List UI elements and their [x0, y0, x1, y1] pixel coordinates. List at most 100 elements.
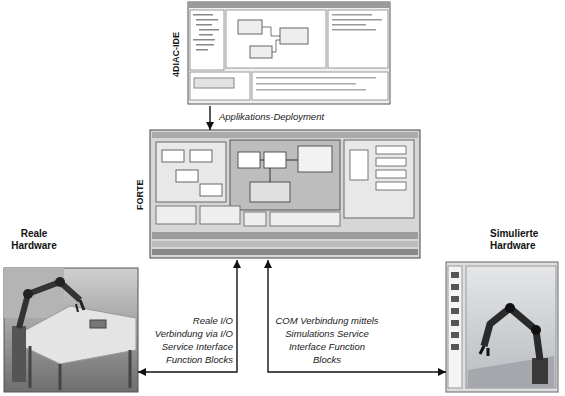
- forte-screenshot-part: [298, 146, 332, 172]
- ide-screenshot-part: [250, 46, 272, 58]
- ide-screenshot-part: [196, 19, 218, 21]
- ide-screenshot-part: [199, 34, 213, 36]
- forte-screenshot-part: [152, 232, 418, 239]
- simulation-screenshot: [446, 262, 558, 392]
- forte-screenshot-part: [150, 130, 420, 258]
- hardware-heading: Simulierte Hardware: [490, 228, 558, 252]
- ide-screenshot-part: [188, 2, 390, 8]
- ide-screenshot-part: [332, 19, 382, 21]
- simulation-screenshot-part: [451, 284, 459, 290]
- forte-screenshot-part: [350, 150, 368, 180]
- forte-screenshot-part: [376, 146, 406, 154]
- forte-screenshot-part: [286, 160, 298, 161]
- simulation-screenshot-part: [448, 266, 462, 388]
- robot-photo: [4, 268, 138, 392]
- connector-label: Reale I/O Verbindung via I/O Service Int…: [144, 314, 234, 366]
- forte-screenshot-part: [376, 158, 406, 166]
- simulation-screenshot-part: [451, 296, 459, 302]
- software-panel: FORTE: [132, 130, 422, 260]
- robot-photo-part: [12, 326, 26, 382]
- hardware-panel: Reale Hardware: [4, 228, 138, 392]
- robot-photo-part: [59, 364, 62, 390]
- ide-screenshot-part: [332, 24, 366, 26]
- ide-screenshot-part: [328, 10, 388, 68]
- connector: [138, 260, 237, 372]
- hardware-heading: Reale Hardware: [4, 228, 64, 252]
- ide-screenshot-part: [193, 39, 215, 41]
- robot-photo-part: [90, 320, 106, 328]
- forte-screenshot-part: [238, 152, 260, 168]
- simulation-screenshot-part: [484, 308, 540, 360]
- ide-screenshot-part: [194, 78, 234, 88]
- ide-screenshot-part: [238, 20, 262, 34]
- forte-screenshot-part: [230, 140, 340, 210]
- connector-label: Applikations-Deployment: [218, 110, 325, 123]
- ide-screenshot-part: [262, 27, 280, 36]
- simulation-screenshot-part: [451, 320, 459, 326]
- simulation-screenshot-part: [446, 262, 558, 392]
- vertical-title: 4DIAC-IDE: [168, 2, 184, 106]
- robot-photo-part: [29, 346, 32, 388]
- forte-screenshot-part: [260, 160, 264, 161]
- forte-screenshot-part: [200, 206, 240, 224]
- forte-screenshot-part: [244, 212, 266, 226]
- ide-screenshot-part: [190, 10, 224, 70]
- simulation-screenshot-part: [451, 332, 459, 338]
- ide-screenshot-part: [196, 49, 208, 51]
- simulation-screenshot-part: [451, 272, 459, 278]
- vertical-title: FORTE: [132, 130, 148, 260]
- robot-photo-part: [19, 282, 80, 328]
- ide-screenshot-part: [332, 14, 372, 16]
- forte-screenshot: [150, 130, 420, 258]
- forte-screenshot-part: [376, 182, 406, 190]
- connector: [209, 106, 210, 130]
- simulation-screenshot-part: [451, 308, 459, 314]
- ide-screenshot-part: [196, 24, 212, 26]
- forte-screenshot-part: [156, 142, 226, 202]
- forte-screenshot-part: [162, 150, 184, 162]
- simulation-screenshot-part: [480, 346, 484, 354]
- ide-screenshot-part: [226, 10, 326, 68]
- forte-screenshot-part: [264, 152, 286, 168]
- forte-screenshot-part: [270, 168, 271, 182]
- robot-photo-part: [23, 289, 33, 299]
- connector-label: COM Verbindung mittels Simulations Servi…: [274, 314, 380, 366]
- ide-screenshot: [188, 2, 390, 104]
- ide-screenshot-part: [188, 2, 390, 104]
- simulation-screenshot-part: [532, 358, 548, 384]
- simulation-screenshot-part: [468, 356, 554, 388]
- forte-screenshot-part: [200, 184, 222, 196]
- simulation-screenshot-part: [487, 348, 490, 356]
- simulation-screenshot-part: [451, 344, 459, 350]
- ide-screenshot-part: [280, 28, 308, 44]
- software-panel: 4DIAC-IDE: [168, 2, 392, 106]
- forte-screenshot-part: [152, 241, 418, 247]
- robot-photo-part: [55, 277, 65, 287]
- hardware-panel: Simulierte Hardware: [446, 228, 560, 392]
- forte-screenshot-part: [270, 212, 340, 226]
- simulation-screenshot-part: [505, 303, 515, 313]
- ide-screenshot-part: [196, 44, 214, 46]
- simulation-screenshot-part: [531, 325, 541, 335]
- forte-screenshot-part: [156, 206, 196, 224]
- forte-screenshot-part: [176, 170, 198, 182]
- ide-screenshot-part: [272, 40, 280, 52]
- forte-screenshot-part: [344, 140, 414, 218]
- ide-screenshot-part: [193, 14, 213, 16]
- forte-screenshot-part: [376, 170, 406, 178]
- ide-screenshot-part: [332, 29, 376, 31]
- ide-screenshot-part: [199, 29, 219, 31]
- forte-screenshot-part: [190, 150, 212, 162]
- forte-screenshot-part: [152, 132, 418, 138]
- ide-screenshot-part: [256, 77, 376, 79]
- ide-screenshot-part: [256, 83, 356, 85]
- simulation-screenshot-part: [466, 266, 556, 388]
- ide-screenshot-part: [190, 72, 250, 100]
- ide-screenshot-part: [252, 72, 388, 100]
- robot-photo-part: [76, 304, 78, 312]
- robot-photo-part: [129, 350, 132, 388]
- forte-screenshot-part: [152, 249, 418, 255]
- robot-photo-part: [80, 300, 84, 310]
- robot-photo-part: [4, 268, 138, 392]
